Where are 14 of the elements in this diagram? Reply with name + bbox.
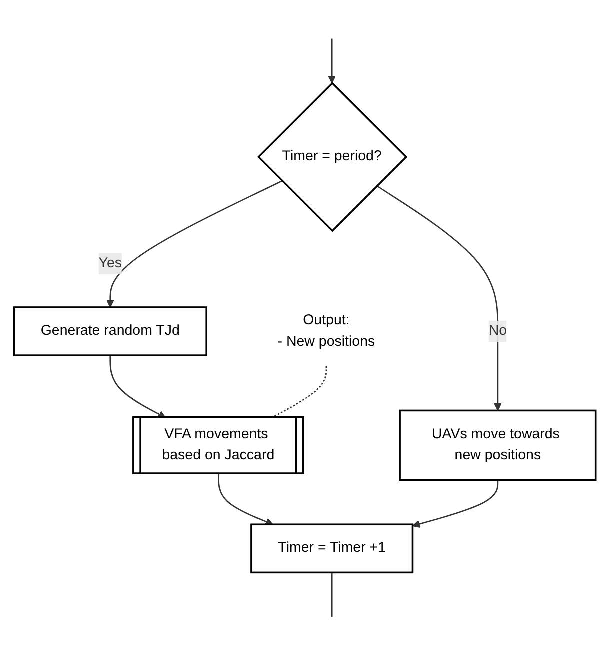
node-box: Generate random TJd <box>13 306 208 356</box>
arrow <box>328 38 336 84</box>
node-diamond: Timer = period? <box>257 82 408 232</box>
node-text: Output: - New positions <box>278 312 376 350</box>
arrow <box>110 356 166 418</box>
edge-label: Yes <box>98 256 122 272</box>
edge-label: No <box>488 324 508 339</box>
arrow <box>412 480 499 528</box>
node-box: UAVs move towards new positions <box>399 410 597 482</box>
arrow <box>106 180 283 308</box>
arrow <box>218 474 274 526</box>
arrow <box>376 185 502 412</box>
node-box: Timer = Timer +1 <box>250 524 414 574</box>
connector <box>331 572 333 618</box>
